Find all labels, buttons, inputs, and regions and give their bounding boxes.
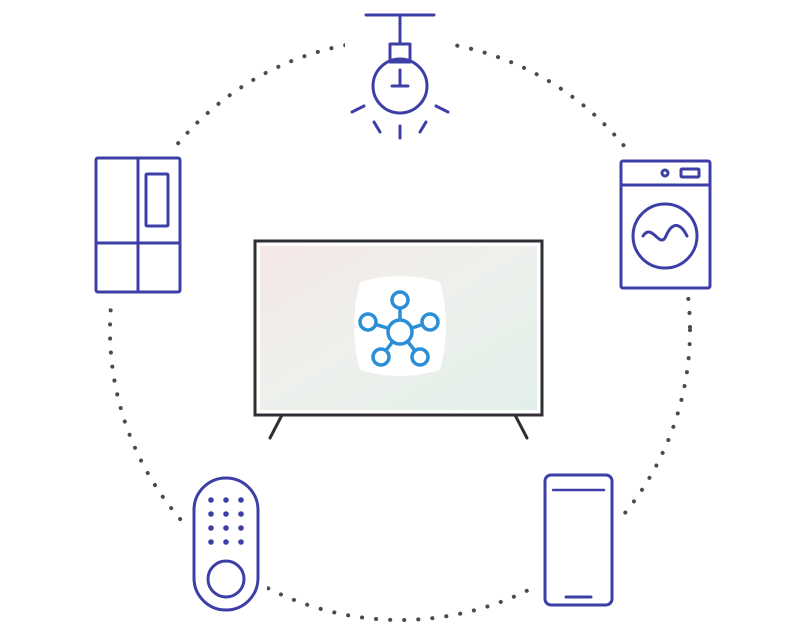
washing-machine-icon — [619, 159, 712, 290]
smart-door-lock-icon — [192, 476, 260, 612]
tv-stand-right — [513, 413, 529, 440]
smartthings-hub-icon — [358, 290, 440, 367]
tv-stand-left — [268, 413, 284, 440]
refrigerator-icon — [94, 156, 182, 294]
tv — [253, 239, 544, 440]
ceiling-light-icon — [350, 13, 450, 140]
smartphone-icon — [543, 473, 614, 607]
